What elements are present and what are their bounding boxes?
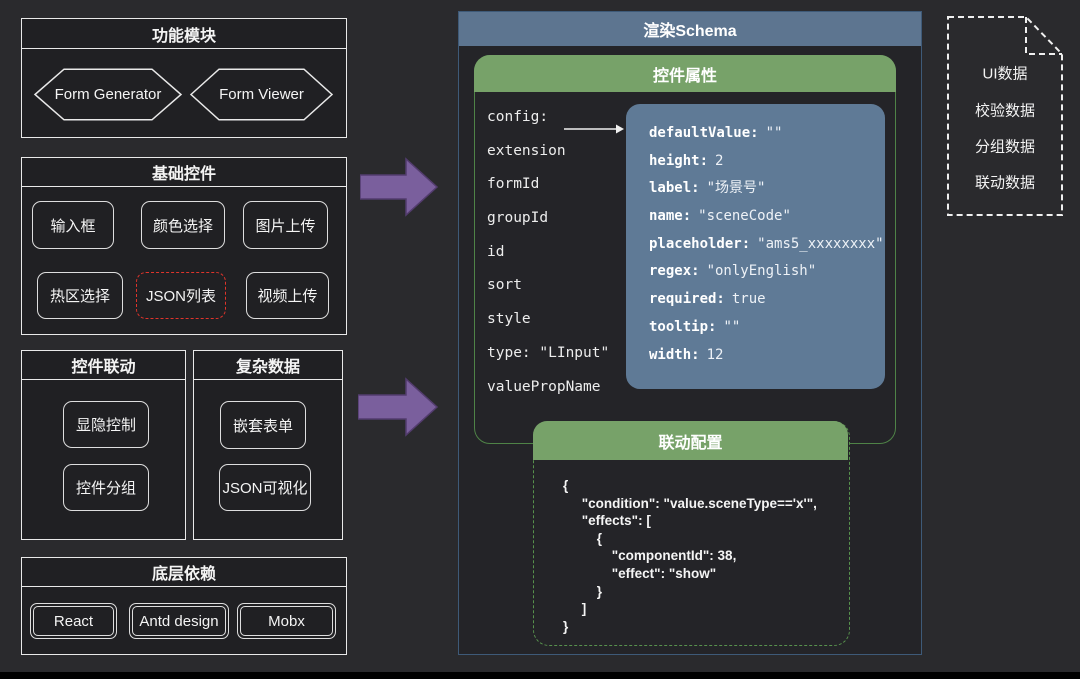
config-prop: required:true — [649, 291, 766, 308]
hexagon-label: Form Viewer — [219, 86, 304, 103]
dependencies-box: 底层依赖 React Antd design Mobx — [21, 557, 347, 655]
data-document-icon — [947, 16, 1063, 216]
node-video-upload: 视频上传 — [246, 272, 329, 319]
schema-key: groupId — [487, 210, 549, 227]
code-line: "effects": [ — [563, 513, 651, 529]
node-control-grouping: 控件分组 — [63, 464, 149, 511]
node-antd-design-label: Antd design — [132, 606, 226, 636]
node-mobx: Mobx — [237, 603, 336, 639]
node-antd-design: Antd design — [129, 603, 229, 639]
code-line: } — [563, 618, 569, 634]
bottom-letterbox — [0, 672, 1080, 679]
node-image-upload: 图片上传 — [243, 201, 328, 249]
hexagon-shape — [33, 68, 183, 121]
render-schema-panel: 渲染Schema 控件属性 config: extension formId g… — [458, 11, 922, 655]
code-line: } — [563, 583, 603, 599]
node-json-list: JSON列表 — [136, 272, 226, 319]
node-show-hide-control: 显隐控制 — [63, 401, 149, 448]
complex-data-title: 复杂数据 — [194, 351, 342, 380]
node-react-label: React — [33, 606, 114, 636]
schema-key: id — [487, 243, 505, 260]
control-linkage-title: 控件联动 — [22, 351, 185, 380]
linkage-config-code: { "condition": "value.sceneType=='x'", "… — [563, 477, 841, 635]
hexagon-form-viewer: Form Viewer — [189, 68, 334, 121]
config-prop: label:"场景号" — [649, 180, 766, 197]
schema-key: extension — [487, 142, 566, 159]
basic-controls-box: 基础控件 输入框 颜色选择 图片上传 热区选择 JSON列表 视频上传 — [21, 157, 347, 335]
render-schema-header: 渲染Schema — [459, 12, 921, 46]
config-prop: regex:"onlyEnglish" — [649, 263, 817, 280]
config-prop: tooltip:"" — [649, 318, 741, 335]
data-doc-item: 分组数据 — [974, 138, 1035, 156]
node-json-visualization: JSON可视化 — [219, 464, 311, 511]
config-pointer-arrow-icon — [564, 124, 624, 134]
control-linkage-box: 控件联动 显隐控制 控件分组 — [21, 350, 186, 540]
flow-arrow-top-icon — [360, 157, 438, 217]
linkage-config-header: 联动配置 — [533, 421, 848, 460]
schema-key: config: — [487, 109, 549, 125]
function-modules-title: 功能模块 — [22, 19, 346, 49]
function-modules-box: 功能模块 Form Generator Form Viewer — [21, 18, 347, 138]
node-color-picker: 颜色选择 — [141, 201, 225, 249]
hexagon-form-generator: Form Generator — [33, 68, 183, 121]
data-doc-item: UI数据 — [982, 65, 1028, 83]
flow-arrow-bottom-icon — [358, 377, 438, 437]
config-detail-box: defaultValue:"" height:2 label:"场景号" nam… — [626, 104, 885, 389]
widget-props-header: 控件属性 — [474, 55, 896, 92]
widget-props-container: 控件属性 — [474, 55, 896, 444]
code-line: { — [563, 478, 569, 493]
hexagon-shape — [189, 68, 334, 121]
schema-key: type: "LInput" — [487, 344, 610, 361]
schema-key: sort — [487, 277, 522, 294]
node-input-field: 输入框 — [32, 201, 114, 249]
schema-key-list: config: extension formId groupId id sort… — [487, 101, 609, 404]
code-line: "effect": "show" — [563, 565, 717, 581]
config-prop: width:12 — [649, 346, 724, 363]
schema-key: valuePropName — [487, 378, 601, 395]
config-prop: placeholder:"ams5_xxxxxxxx" — [649, 235, 884, 252]
data-document-labels: UI数据 校验数据 分组数据 联动数据 — [948, 17, 1062, 215]
node-hotzone-select: 热区选择 — [37, 272, 123, 319]
linkage-config-box: 联动配置 { "condition": "value.sceneType=='x… — [533, 421, 850, 646]
node-react: React — [30, 603, 117, 639]
schema-key: style — [487, 311, 531, 328]
config-prop: defaultValue:"" — [649, 125, 783, 141]
basic-controls-title: 基础控件 — [22, 158, 346, 187]
config-prop: height:2 — [649, 152, 724, 169]
code-line: { — [563, 530, 603, 546]
dependencies-title: 底层依赖 — [22, 558, 346, 587]
code-line: "condition": "value.sceneType=='x'", — [563, 495, 817, 511]
hexagon-label: Form Generator — [54, 86, 162, 103]
data-doc-item: 校验数据 — [974, 102, 1035, 120]
code-line: "componentId": 38, — [563, 548, 737, 564]
node-mobx-label: Mobx — [240, 606, 333, 636]
node-nested-form: 嵌套表单 — [220, 401, 306, 449]
complex-data-box: 复杂数据 嵌套表单 JSON可视化 — [193, 350, 343, 540]
code-line: ] — [563, 601, 587, 617]
data-doc-item: 联动数据 — [974, 174, 1035, 192]
config-prop: name:"sceneCode" — [649, 208, 791, 225]
schema-key: formId — [487, 176, 540, 193]
